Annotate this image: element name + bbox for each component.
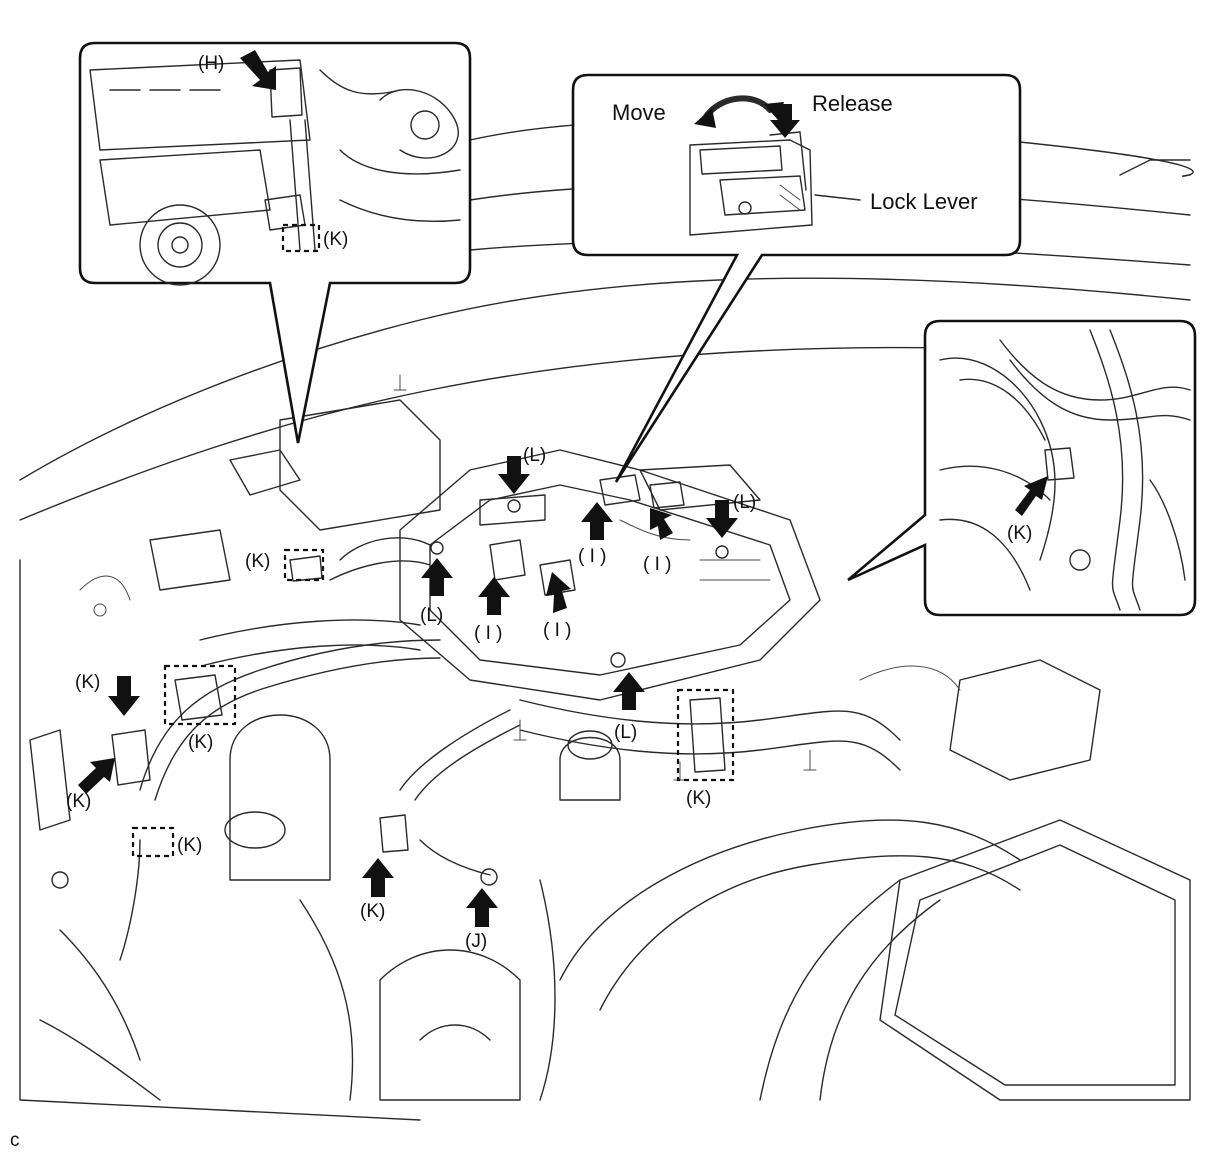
arrow-icon [498, 456, 530, 494]
arrow-icon [546, 572, 571, 613]
detail-callout-upper-left: (H) (K) [78, 41, 472, 444]
clamp-markers [131, 548, 735, 858]
label-I-2: ( I ) [643, 554, 672, 575]
label-K-5: (K) [177, 835, 202, 856]
detail-callout-lock-lever: Move Release Lock Lever [571, 73, 1022, 483]
label-J: (J) [465, 931, 487, 952]
label-L-left: (L) [420, 605, 443, 626]
arrow-icon [1015, 476, 1048, 516]
label-move: Move [612, 100, 666, 125]
arrow-icon [478, 577, 510, 615]
arrow-icon [466, 888, 498, 927]
arrow-icon [240, 50, 276, 90]
arrow-icon [770, 104, 800, 138]
label-K-right: (K) [1007, 523, 1032, 544]
arrow-icon [108, 676, 140, 716]
label-K-4: (K) [66, 791, 91, 812]
figure-corner-letter: c [10, 1130, 20, 1151]
arrow-icon [362, 858, 394, 897]
label-I-1: ( I ) [578, 546, 607, 567]
arrow-icon [706, 500, 738, 538]
label-L-right: (L) [733, 492, 756, 513]
label-lock-lever: Lock Lever [870, 189, 978, 214]
detail-callout-right: (K) [847, 319, 1197, 617]
label-L-top: (L) [523, 445, 546, 466]
label-L-bottom: (L) [614, 722, 637, 743]
label-I-3: ( I ) [474, 623, 503, 644]
arrow-icon [78, 758, 115, 794]
label-K-1: (K) [245, 551, 270, 572]
arrow-icon [581, 502, 613, 540]
label-K-7: (K) [686, 788, 711, 809]
label-K-3: (K) [188, 732, 213, 753]
label-K-2: (K) [75, 672, 100, 693]
label-K-detail: (K) [323, 229, 348, 250]
label-K-6: (K) [360, 901, 385, 922]
engine-bay-linework [19, 120, 1194, 1121]
label-release: Release [812, 91, 893, 116]
label-I-4: ( I ) [543, 620, 572, 641]
pointer-arrows [78, 456, 738, 927]
label-H: (H) [198, 53, 224, 74]
arrow-icon [613, 672, 645, 710]
arrow-icon [650, 508, 673, 540]
callout-labels: (L) (L) (L) (L) ( I ) ( I ) ( I ) ( I ) … [10, 445, 756, 1151]
arrow-icon [421, 558, 453, 596]
